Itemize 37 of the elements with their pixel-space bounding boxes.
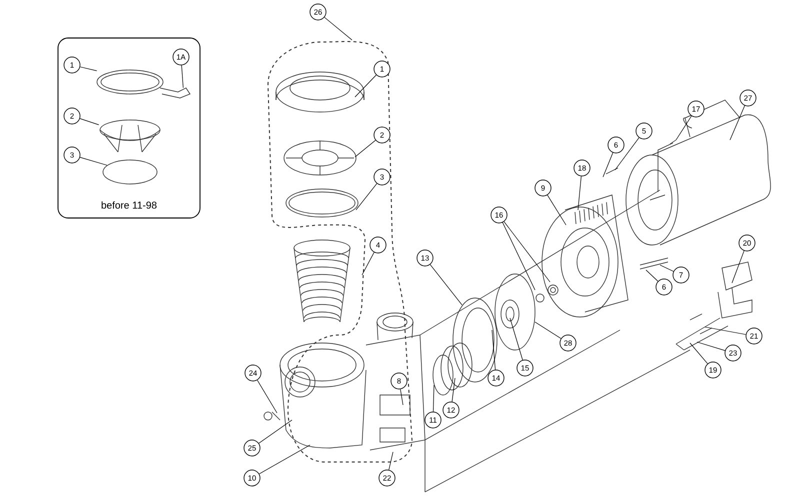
leader-line [730, 105, 745, 140]
leader-line [80, 66, 98, 72]
leader-line [354, 74, 376, 98]
leader-line [614, 137, 640, 170]
leader-line [732, 250, 744, 284]
leader-line [354, 140, 376, 158]
leader-line [324, 17, 352, 40]
leader-line [492, 330, 496, 370]
leader-line [356, 183, 378, 210]
leader-line [388, 452, 394, 470]
leader-line [80, 118, 100, 126]
leader-line [547, 194, 566, 226]
leader-line [578, 176, 582, 210]
leader-line [502, 222, 536, 290]
leader-line [181, 65, 184, 88]
leader-line [510, 318, 523, 360]
leader-line [452, 378, 456, 402]
o-ring [102, 160, 158, 184]
leader-line [504, 221, 550, 282]
leader-line [534, 322, 562, 339]
leader-line [258, 420, 292, 444]
diffuser-drawing [100, 120, 160, 152]
leader-line [257, 380, 278, 414]
leader-line [80, 157, 108, 166]
leader-line [646, 270, 658, 282]
leader-line [602, 152, 614, 178]
leader-line [432, 384, 434, 412]
leader-line [676, 116, 692, 140]
clamp-ring-drawing [96, 70, 191, 98]
leader-line [400, 388, 404, 406]
leader-line [696, 342, 726, 351]
leader-line [430, 264, 462, 306]
leader-line [660, 264, 674, 272]
leader-line [690, 342, 708, 364]
leader-line [362, 252, 374, 276]
leader-line [704, 326, 746, 335]
leader-line [258, 444, 310, 474]
